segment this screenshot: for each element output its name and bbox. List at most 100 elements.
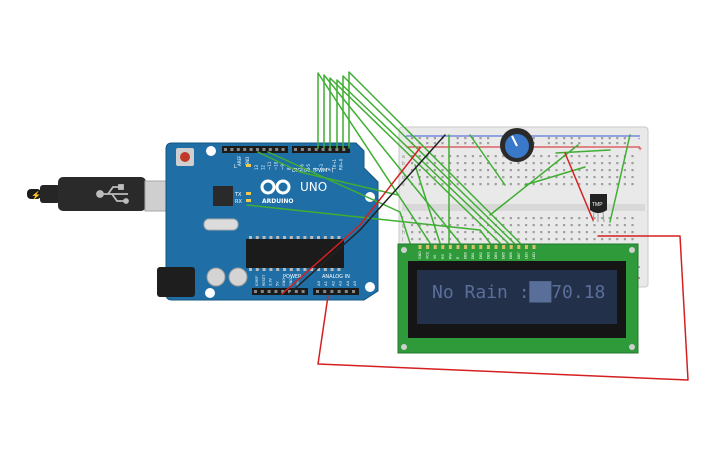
digital-pin-label: ~3 xyxy=(319,164,324,170)
lcd-pin-label: E xyxy=(456,256,460,259)
potentiometer[interactable] xyxy=(500,128,534,162)
green-wires[interactable] xyxy=(246,71,631,244)
lcd-pin-label: DB5 xyxy=(502,252,506,259)
digital-pin-label: ~10 xyxy=(274,161,279,170)
wire-green[interactable] xyxy=(323,74,461,244)
lcd-pin xyxy=(532,245,536,249)
lcd-pin-label: DB6 xyxy=(509,252,513,259)
lcd-pin xyxy=(441,245,445,249)
atmega-chip-pins xyxy=(249,236,341,271)
lcd-pin xyxy=(448,245,452,249)
lcd-pin-label: RS xyxy=(441,253,445,259)
aref-label: AREF xyxy=(237,155,242,166)
lightning-icon: ⚡ xyxy=(31,190,41,200)
wire-green[interactable] xyxy=(257,151,399,196)
power-pin-label: IOREF xyxy=(255,276,259,286)
lcd-pin xyxy=(509,245,513,249)
power-pin-label: 3.3V xyxy=(269,277,273,286)
wire-black-gnd[interactable] xyxy=(288,134,446,295)
power-pin-label: GND xyxy=(289,278,293,286)
lcd-pin-label: DB0 xyxy=(464,252,468,259)
l-led xyxy=(246,164,251,167)
wire-green[interactable] xyxy=(489,144,579,216)
wire-green[interactable] xyxy=(267,151,411,244)
lcd-pin xyxy=(524,245,528,249)
digital-header-right xyxy=(292,146,350,153)
analog-in-label: ANALOG IN xyxy=(322,274,350,280)
row-letter: i xyxy=(402,237,403,243)
analog-pin-label: A3 xyxy=(338,280,343,286)
lcd-pin-label: LED xyxy=(532,252,536,259)
rx-label: RX xyxy=(235,199,242,205)
digital-pin-holes xyxy=(224,148,346,151)
wires[interactable] xyxy=(246,71,689,381)
power-jack[interactable] xyxy=(157,267,195,297)
digital-pin-label: ~11 xyxy=(267,161,272,170)
digital-pin-label: 4 xyxy=(313,167,318,170)
usb-strain-relief xyxy=(40,185,60,203)
capacitor xyxy=(206,267,226,287)
wire-green[interactable] xyxy=(524,166,586,186)
lcd-header-pins xyxy=(418,245,536,249)
row-letter: a xyxy=(402,154,405,160)
red-wires[interactable] xyxy=(281,147,689,381)
potentiometer-indicator xyxy=(511,135,518,147)
wire-red-5v[interactable] xyxy=(281,147,421,295)
usb-chip xyxy=(213,186,233,206)
lcd-pin-label: LED xyxy=(524,252,528,259)
row-letter: g xyxy=(402,223,405,229)
lcd-pin-label: DB2 xyxy=(479,252,483,259)
bottom-pin-holes xyxy=(254,290,355,293)
lcd-pin-label: RW xyxy=(448,253,452,259)
digital-pin-label: 7 xyxy=(293,167,298,170)
wire-green[interactable] xyxy=(329,77,501,244)
lcd-pin-label: DB3 xyxy=(486,252,490,259)
lcd-screen xyxy=(417,270,617,324)
mounting-hole xyxy=(365,282,375,292)
wire-green[interactable] xyxy=(469,134,506,186)
reset-button[interactable] xyxy=(180,152,190,162)
row-letter: b xyxy=(402,161,405,167)
digital-pin-label: 12 xyxy=(261,164,266,170)
analog-header xyxy=(313,288,359,295)
l-led-label: L xyxy=(234,164,237,170)
lcd-mount-hole xyxy=(629,247,635,253)
wire-red[interactable] xyxy=(564,152,594,221)
analog-pin-label: A4 xyxy=(345,280,350,286)
breadboard-trench xyxy=(402,204,645,211)
lcd-mount-hole xyxy=(629,344,635,350)
lcd-pin-label: DB7 xyxy=(517,252,521,259)
wire-green[interactable] xyxy=(609,134,631,223)
row-letter: d xyxy=(402,175,405,181)
row-letter: e xyxy=(402,182,405,188)
analog-pin-label: A2 xyxy=(330,280,335,286)
tmp-leg xyxy=(602,211,605,223)
lcd-pin-label: V0 xyxy=(433,255,437,259)
wire-red-a0[interactable] xyxy=(317,235,689,381)
lcd-pin-label: DB1 xyxy=(471,252,475,259)
wire-green[interactable] xyxy=(246,204,491,244)
analog-pin-label: A5 xyxy=(352,280,357,286)
uno-model-label: UNO xyxy=(300,180,327,194)
digital-pin-label: ~9 xyxy=(280,164,285,170)
wire-green[interactable] xyxy=(336,79,509,244)
digital-pin-label: RX←0 xyxy=(339,158,344,170)
wire-green[interactable] xyxy=(342,75,515,244)
lcd-pin xyxy=(494,245,498,249)
wire-green[interactable] xyxy=(348,71,521,244)
wire-green[interactable] xyxy=(414,164,441,244)
usb-cable[interactable]: ⚡ xyxy=(27,177,172,212)
lcd-pin xyxy=(418,245,422,249)
rx-led xyxy=(246,199,251,202)
temperature-sensor[interactable]: TMP xyxy=(590,194,607,223)
tmp-sensor-label: TMP xyxy=(592,202,603,208)
lcd-pin xyxy=(433,245,437,249)
lcd-line-1: No Rain :██70.18 xyxy=(432,281,605,303)
lcd-pin xyxy=(426,245,430,249)
wire-green[interactable] xyxy=(317,72,431,244)
